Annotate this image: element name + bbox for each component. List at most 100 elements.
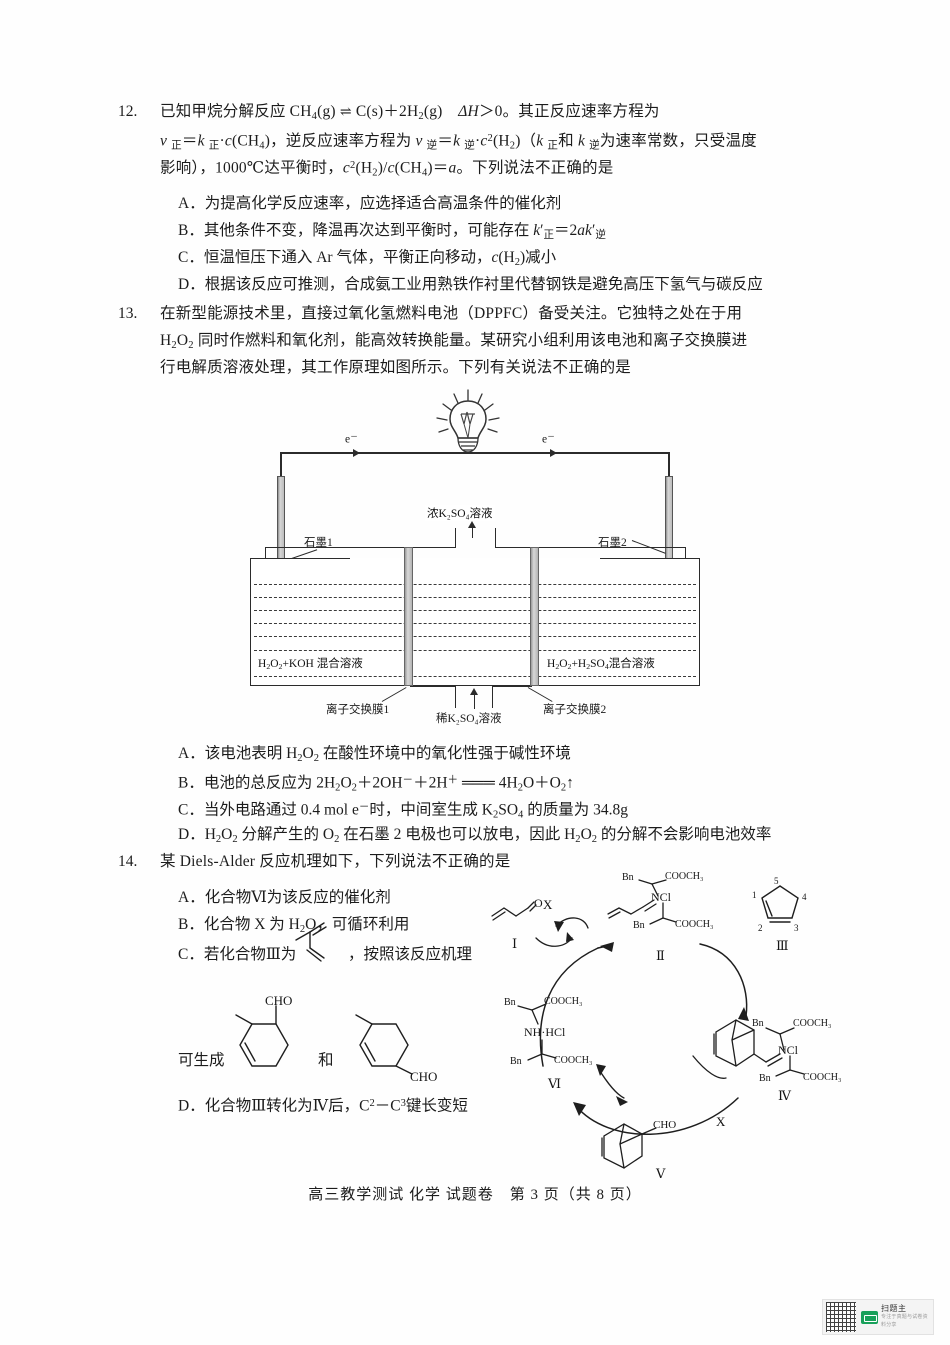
concentrated-outlet-left-wall xyxy=(455,528,456,548)
question-14-option-c-part2: ，按照该反应机理 xyxy=(348,946,473,963)
liquid-level-6 xyxy=(254,650,696,651)
product-structure-2: CHO xyxy=(355,1014,437,1084)
question-12-option-d: D．根据该反应可推测，合成氨工业用熟铁作衬里代替钢铁是避免高压下氢气与碳反应 xyxy=(178,276,763,293)
compound-II-structure: NCl Bn COOCH₃ Bn COOCH₃ xyxy=(607,871,714,931)
question-14-number: 14. xyxy=(118,853,138,870)
svg-text:3: 3 xyxy=(794,923,799,933)
graphite-1-label: 石墨1 xyxy=(304,537,333,549)
dppfc-cell-diagram: e－ e－ 石墨1 石墨2 浓K₂SO₄溶液 xyxy=(240,388,710,728)
qr-code-icon xyxy=(826,1302,856,1332)
circuit-wire-right-drop xyxy=(668,452,670,478)
svg-text:NH·HCl: NH·HCl xyxy=(524,1025,566,1039)
compound-III-structure: 5 1 4 2 3 xyxy=(752,876,807,933)
question-12-stem-line-3: 影响），1000℃达平衡时，c2(H2)/c(CH4)＝a。下列说法不正确的是 xyxy=(160,159,614,179)
liquid-level-5 xyxy=(254,636,696,637)
dilute-inlet-arrow xyxy=(470,688,478,695)
membrane-2-label: 离子交换膜2 xyxy=(543,704,607,716)
question-14-option-c-part1: C．若化合物Ⅲ为 xyxy=(178,946,297,963)
membrane-2-leader xyxy=(527,687,553,702)
liquid-level-2 xyxy=(254,597,696,598)
compartment-lid-left-drop xyxy=(265,547,266,559)
svg-text:Bn: Bn xyxy=(752,1018,764,1029)
watermark-text: 扫题主 专注于真题与试卷资料分享 xyxy=(881,1304,930,1330)
question-13-stem-line-3: 行电解质溶液处理，其工作原理如图所示。下列有关说法不正确的是 xyxy=(160,359,632,376)
isoprene-structure xyxy=(295,922,327,962)
svg-text:COOCH₃: COOCH₃ xyxy=(554,1055,593,1066)
svg-text:2: 2 xyxy=(758,923,763,933)
dilute-inlet-right-wall xyxy=(492,686,493,708)
svg-text:NCl: NCl xyxy=(651,890,672,904)
compound-III-label: Ⅲ xyxy=(776,938,789,953)
question-13-option-b: B．电池的总反应为 2H2O2＋2OH－＋2H＋ ═══ 4H2O＋O2↑ xyxy=(178,774,574,794)
svg-text:CHO: CHO xyxy=(265,993,292,1008)
graphite-2-label: 石墨2 xyxy=(598,537,627,549)
compound-V-structure: CHO xyxy=(601,1119,676,1169)
question-13-number: 13. xyxy=(118,305,138,322)
svg-text:COOCH₃: COOCH₃ xyxy=(665,871,704,882)
question-14-option-c-part3: 可生成 xyxy=(178,1052,225,1069)
diels-alder-cycle-diagram: O Ⅰ X NCl xyxy=(488,866,850,1186)
svg-text:NCl: NCl xyxy=(778,1043,799,1057)
question-14-option-d: D．化合物Ⅲ转化为Ⅳ后，C2－C3键长变短 xyxy=(178,1097,468,1115)
question-12-option-c: C．恒温恒压下通入 Ar 气体，平衡正向移动，c(H2)减小 xyxy=(178,249,557,268)
question-12-option-b: B．其他条件不变，降温再次达到平衡时，可能存在 k′正＝2ak′逆 xyxy=(178,222,606,241)
compound-II-label: Ⅱ xyxy=(656,948,665,963)
circuit-wire-left-drop xyxy=(280,452,282,478)
left-solution-label: H2O2+KOH 混合溶液 xyxy=(256,655,365,672)
compound-IV-label: Ⅳ xyxy=(778,1088,791,1103)
compound-V-label: Ⅴ xyxy=(656,1166,666,1181)
compound-VI-label: Ⅵ xyxy=(548,1076,562,1091)
liquid-level-7 xyxy=(254,676,696,677)
question-12-stem-line-1: 已知甲烷分解反应 CH4(g) ⇌ C(s)＋2H2(g) ΔH＞0。其正反应速… xyxy=(160,103,660,122)
dilute-solution-label: 稀K₂SO₄溶液 xyxy=(436,713,502,725)
compound-VI-structure: NH·HCl Bn COOCH₃ Bn COOCH₃ xyxy=(504,996,593,1067)
question-12-number: 12. xyxy=(118,103,138,120)
product-structure-1: CHO xyxy=(235,993,292,1067)
concentrated-outlet-right-wall xyxy=(495,528,496,548)
compound-I-label: Ⅰ xyxy=(512,936,518,951)
light-bulb-icon xyxy=(436,389,500,453)
svg-text:O: O xyxy=(534,896,543,910)
dilute-inlet-right-run xyxy=(492,686,532,687)
concentrated-outlet-arrow xyxy=(468,521,476,528)
svg-text:COOCH₃: COOCH₃ xyxy=(544,996,583,1007)
watermark-subtitle: 专注于真题与试卷资料分享 xyxy=(881,1315,928,1328)
concentrated-outlet-arrow-stem xyxy=(472,528,473,538)
svg-text:1: 1 xyxy=(752,890,757,900)
compartment-lid-right xyxy=(495,547,685,548)
page-footer: 高三教学测试 化学 试题卷 第 3 页（共 8 页） xyxy=(308,1187,642,1203)
concentrated-solution-label: 浓K₂SO₄溶液 xyxy=(425,505,495,521)
svg-text:COOCH₃: COOCH₃ xyxy=(675,919,714,930)
ion-exchange-membrane-1 xyxy=(404,547,413,686)
question-13-option-d: D．H2O2 分解产生的 O2 在石墨 2 电极也可以放电，因此 H2O2 的分… xyxy=(178,826,772,845)
electron-label-right: e－ xyxy=(542,432,555,446)
question-13-stem-line-1: 在新型能源技术里，直接过氧化氢燃料电池（DPPFC）备受关注。它独特之处在于用 xyxy=(160,305,743,322)
svg-text:Bn: Bn xyxy=(510,1056,522,1067)
compound-I-structure: O xyxy=(491,896,543,921)
question-14-option-c-conj: 和 xyxy=(318,1052,334,1069)
tank-rim-right xyxy=(600,558,700,559)
electron-label-left: e－ xyxy=(345,432,358,446)
liquid-level-4 xyxy=(254,623,696,624)
dilute-inlet-arrow-stem xyxy=(474,695,475,709)
liquid-level-3 xyxy=(254,610,696,611)
svg-text:Bn: Bn xyxy=(759,1073,771,1084)
question-12-option-a: A．为提高化学反应速率，应选择适合高温条件的催化剂 xyxy=(178,195,562,212)
question-13-option-c: C．当外电路通过 0.4 mol e－时，中间室生成 K2SO4 的质量为 34… xyxy=(178,801,628,821)
svg-text:Bn: Bn xyxy=(504,997,516,1008)
membrane-1-label: 离子交换膜1 xyxy=(326,704,390,716)
svg-text:CHO: CHO xyxy=(410,1069,437,1084)
question-14-stem-line-1: 某 Diels-Alder 反应机理如下，下列说法不正确的是 xyxy=(160,853,511,870)
svg-text:COOCH₃: COOCH₃ xyxy=(803,1072,842,1083)
circuit-wire-top xyxy=(280,452,670,454)
compartment-lid-right-drop xyxy=(685,547,686,559)
compound-IV-structure: NCl Bn COOCH₃ Bn COOCH₃ xyxy=(713,1018,842,1084)
watermark-badge: 扫题主 专注于真题与试卷资料分享 xyxy=(822,1299,934,1335)
membrane-1-leader xyxy=(381,687,407,702)
compartment-lid-left xyxy=(265,547,455,548)
x-bottom-label: X xyxy=(716,1114,726,1129)
ion-exchange-membrane-2 xyxy=(530,547,539,686)
electron-flow-arrow-left xyxy=(353,449,360,457)
x-top-label: X xyxy=(543,897,553,912)
